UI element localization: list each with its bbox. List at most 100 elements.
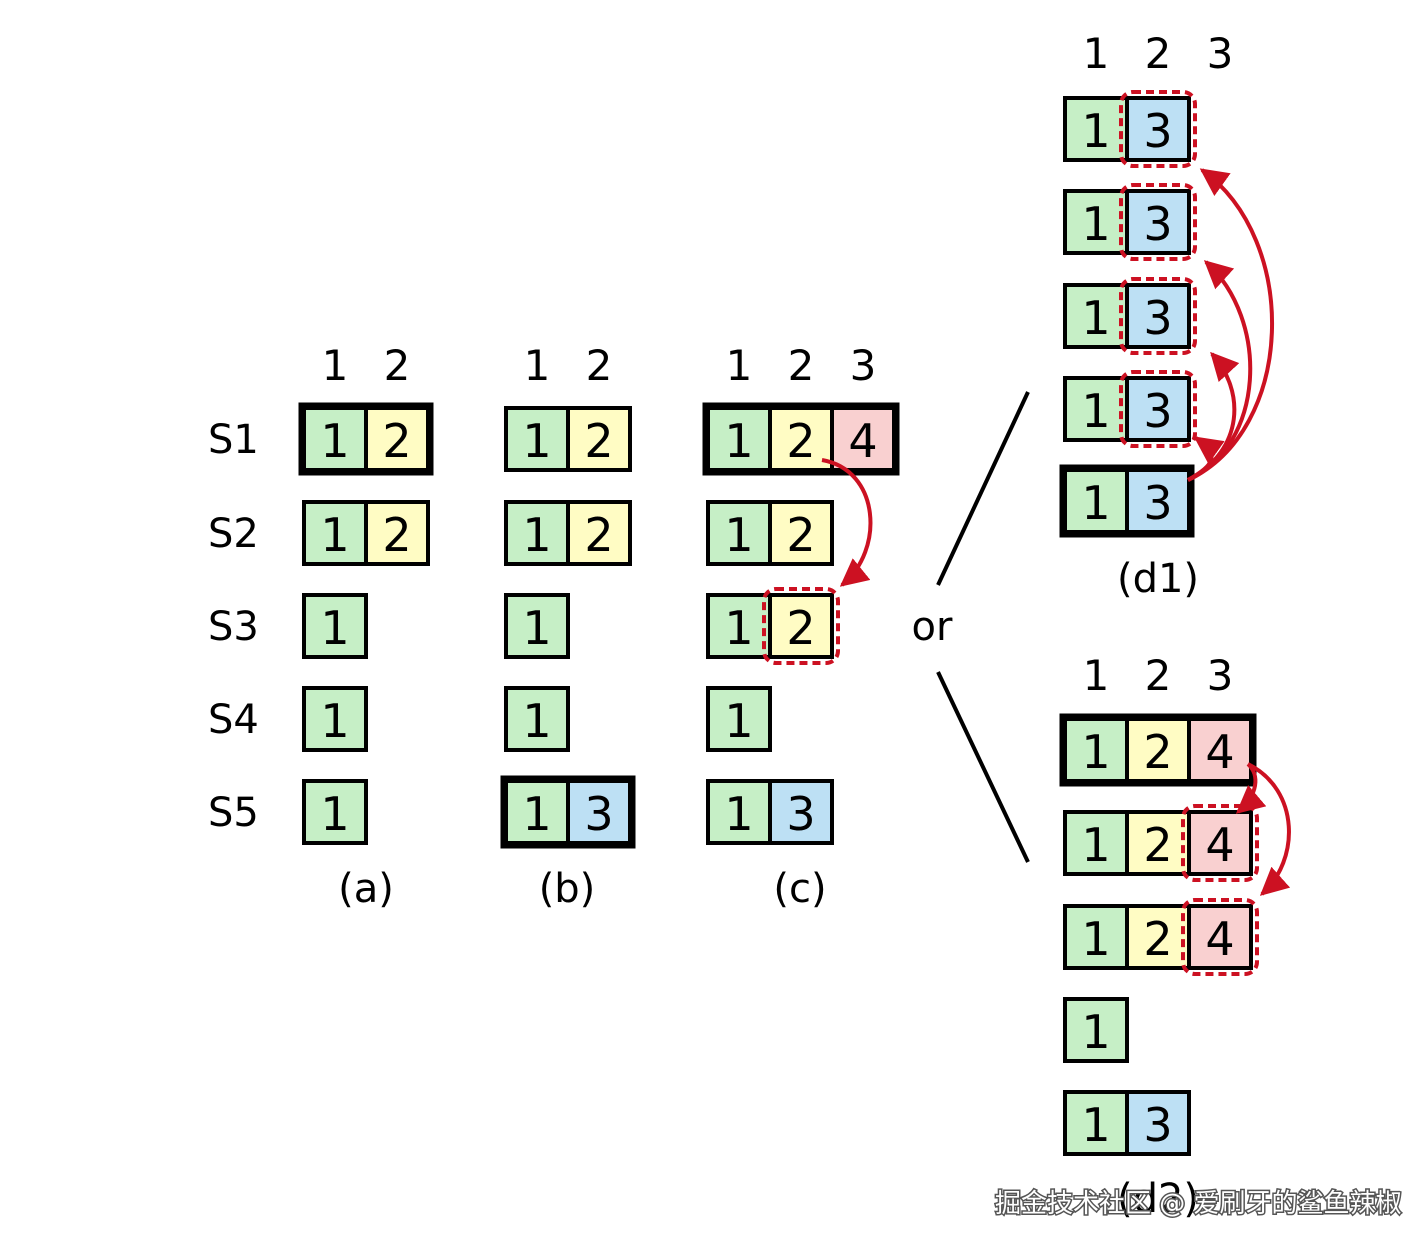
server-label-s3: S3 xyxy=(208,604,259,650)
panel-d2-index-3: 3 xyxy=(1207,651,1234,700)
replication-highlight xyxy=(1181,898,1259,976)
watermark-text: 掘金技术社区 @ 爱刷牙的鲨鱼辣椒 xyxy=(995,1189,1402,1219)
log-entry-term-1 xyxy=(504,406,570,472)
panel-c-index-1: 1 xyxy=(726,341,753,390)
or-label: or xyxy=(912,604,953,650)
log-entry-term-2 xyxy=(768,593,834,659)
panel-d2-index-1: 1 xyxy=(1083,651,1110,700)
panel-a-log-s5: 1 xyxy=(302,779,368,845)
log-entry-term-1 xyxy=(1063,376,1129,442)
panel-a-index-1: 1 xyxy=(322,341,349,390)
panel-c-index-3: 3 xyxy=(850,341,877,390)
server-label-s4: S4 xyxy=(208,697,259,743)
log-entry-term-label: 2 xyxy=(584,508,613,562)
arrow-d2-s1-to-s3 xyxy=(1247,762,1291,896)
log-entry-term-1 xyxy=(706,500,772,566)
log-entry-term-3 xyxy=(1125,189,1191,255)
log-entry-term-label: 1 xyxy=(320,601,349,655)
log-entry-term-label: 1 xyxy=(1081,818,1110,872)
panel-b-log-s3: 1 xyxy=(504,593,570,659)
log-entry-term-4 xyxy=(1187,904,1253,970)
panel-c-log-s4: 1 xyxy=(706,686,772,752)
log-entry-term-label: 1 xyxy=(320,787,349,841)
log-entry-term-1 xyxy=(1063,1090,1129,1156)
log-entry-term-label: 1 xyxy=(522,787,551,841)
log-entry-term-1 xyxy=(504,593,570,659)
log-entry-term-label: 2 xyxy=(382,414,411,468)
panel-d1-index-3: 3 xyxy=(1207,29,1234,78)
replication-highlight xyxy=(1119,370,1197,448)
branch-line-upper xyxy=(936,391,1030,586)
log-entry-term-label: 1 xyxy=(1081,384,1110,438)
log-entry-term-2 xyxy=(1125,904,1191,970)
log-entry-term-label: 1 xyxy=(1081,476,1110,530)
panel-a-log-s3: 1 xyxy=(302,593,368,659)
log-entry-term-3 xyxy=(1125,283,1191,349)
log-entry-term-label: 1 xyxy=(522,414,551,468)
log-entry-term-label: 1 xyxy=(724,601,753,655)
leader-border xyxy=(298,402,434,476)
log-entry-term-label: 1 xyxy=(320,694,349,748)
log-entry-term-2 xyxy=(566,500,632,566)
replication-highlight xyxy=(1119,277,1197,355)
log-entry-term-label: 1 xyxy=(320,508,349,562)
panel-d2-log-s4: 1 xyxy=(1063,997,1129,1063)
log-entry-term-2 xyxy=(768,406,834,472)
replication-highlight xyxy=(762,587,840,665)
replication-highlight xyxy=(1181,804,1259,882)
log-entry-term-1 xyxy=(504,686,570,752)
log-entry-term-label: 1 xyxy=(724,694,753,748)
panel-d1-index-1: 1 xyxy=(1083,29,1110,78)
log-entry-term-label: 1 xyxy=(724,787,753,841)
log-entry-term-label: 2 xyxy=(786,508,815,562)
log-entry-term-4 xyxy=(1187,810,1253,876)
panel-d1-caption: (d1) xyxy=(1117,556,1199,602)
log-entry-term-label: 3 xyxy=(1143,104,1172,158)
log-entry-term-3 xyxy=(1125,96,1191,162)
log-entry-term-1 xyxy=(1063,189,1129,255)
log-entry-term-label: 3 xyxy=(1143,197,1172,251)
log-entry-term-1 xyxy=(302,593,368,659)
panel-a-index-2: 2 xyxy=(384,341,411,390)
log-entry-term-label: 3 xyxy=(1143,384,1172,438)
panel-a-caption: (a) xyxy=(338,866,394,912)
log-entry-term-1 xyxy=(1063,997,1129,1063)
log-entry-term-label: 4 xyxy=(1205,818,1234,872)
log-entry-term-label: 1 xyxy=(1081,912,1110,966)
log-entry-term-label: 1 xyxy=(1081,1098,1110,1152)
log-entry-term-1 xyxy=(706,779,772,845)
panel-b-caption: (b) xyxy=(539,866,596,912)
log-entry-term-label: 1 xyxy=(1081,291,1110,345)
arrow-d1-s5-to-s2 xyxy=(1187,260,1253,482)
log-entry-term-label: 3 xyxy=(1143,1098,1172,1152)
log-entry-term-label: 1 xyxy=(724,414,753,468)
leader-border xyxy=(500,775,636,849)
log-entry-term-3 xyxy=(1125,1090,1191,1156)
panel-d1-index-2: 2 xyxy=(1145,29,1172,78)
log-entry-term-label: 1 xyxy=(522,601,551,655)
log-entry-term-label: 1 xyxy=(724,508,753,562)
log-entry-term-label: 4 xyxy=(1205,725,1234,779)
panel-a-log-s4: 1 xyxy=(302,686,368,752)
leader-border xyxy=(702,402,900,476)
log-entry-term-1 xyxy=(302,686,368,752)
log-entry-term-label: 4 xyxy=(1205,912,1234,966)
branch-line-lower xyxy=(936,671,1030,863)
log-entry-term-label: 3 xyxy=(1143,291,1172,345)
log-entry-term-label: 2 xyxy=(786,414,815,468)
leader-border xyxy=(1059,713,1257,787)
